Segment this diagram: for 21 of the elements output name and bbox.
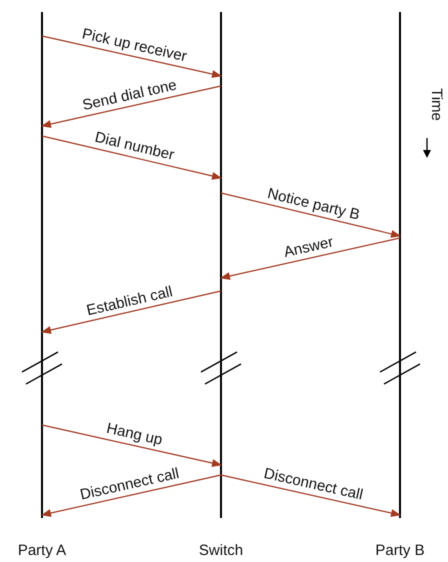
message-arrow xyxy=(220,474,401,517)
message-arrow xyxy=(42,35,222,78)
participant-name: Switch xyxy=(198,542,244,560)
edge-label: Disconnect call xyxy=(78,466,180,503)
axis-label: Time xyxy=(428,88,445,121)
message-arrow xyxy=(41,85,222,128)
edge-label: Answer xyxy=(282,234,334,260)
edge-label: Notice party B xyxy=(266,186,361,222)
message-arrow xyxy=(220,237,400,280)
edge-label: Pick up receiver xyxy=(80,26,188,64)
edge-label: Dial number xyxy=(92,130,176,163)
message-arrow xyxy=(41,290,222,334)
message-arrow xyxy=(41,474,222,517)
message-arrow xyxy=(220,192,401,238)
edge-label: Hang up xyxy=(104,420,164,448)
message-arrow xyxy=(42,135,222,180)
participant-name: Party A xyxy=(18,542,66,560)
participant-name: Party B xyxy=(375,542,425,560)
edge-label: Send dial tone xyxy=(80,77,178,114)
edge-label: Establish call xyxy=(84,284,174,318)
message-arrow xyxy=(42,424,222,467)
